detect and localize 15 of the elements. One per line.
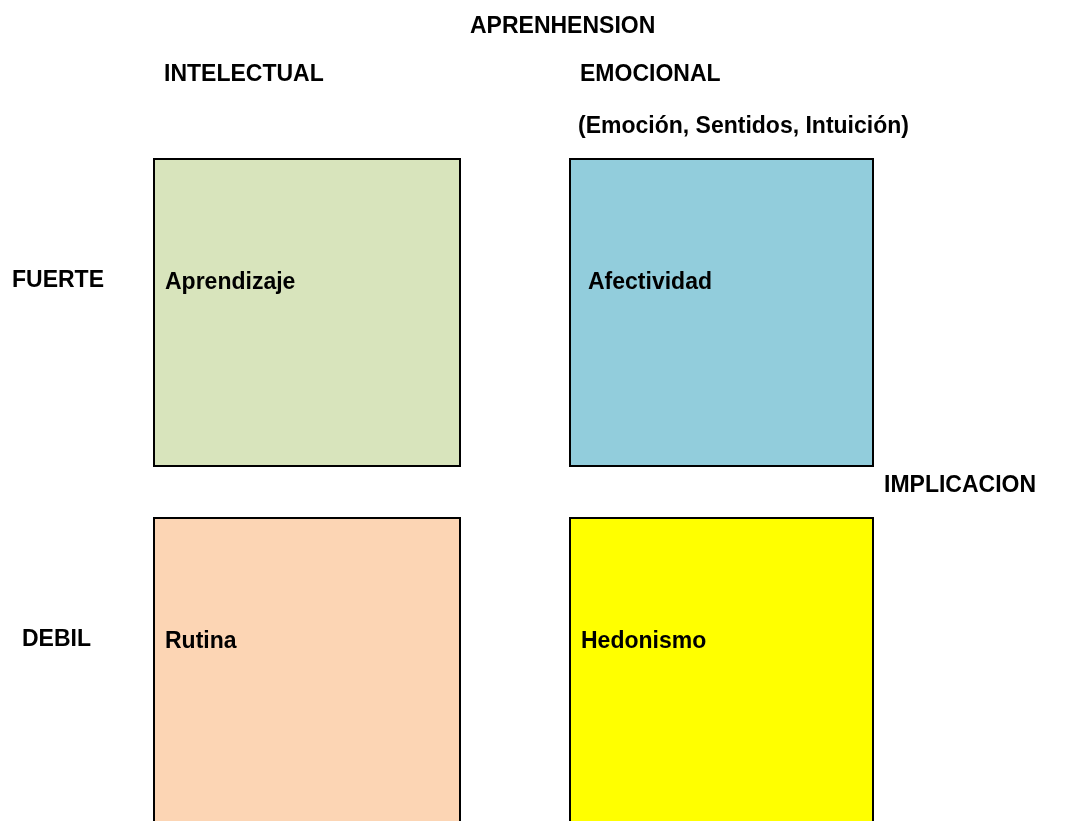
- axis-label: INTELECTUAL: [164, 59, 324, 87]
- axis-label: (Emoción, Sentidos, Intuición): [578, 111, 909, 139]
- quadrant-box: [569, 158, 874, 467]
- quadrant-box: [569, 517, 874, 821]
- axis-label: DEBIL: [22, 624, 91, 652]
- quadrant-box: [153, 517, 461, 821]
- quadrant-label: Hedonismo: [581, 626, 707, 654]
- axis-label: IMPLICACION: [884, 470, 1037, 498]
- quadrant-box: [153, 158, 461, 467]
- axis-label: FUERTE: [12, 265, 104, 293]
- quadrant-label: Aprendizaje: [165, 267, 296, 295]
- axis-label: APRENHENSION: [470, 11, 656, 39]
- quadrant-label: Afectividad: [588, 267, 712, 295]
- axis-label: EMOCIONAL: [580, 59, 721, 87]
- quadrant-label: Rutina: [165, 626, 237, 654]
